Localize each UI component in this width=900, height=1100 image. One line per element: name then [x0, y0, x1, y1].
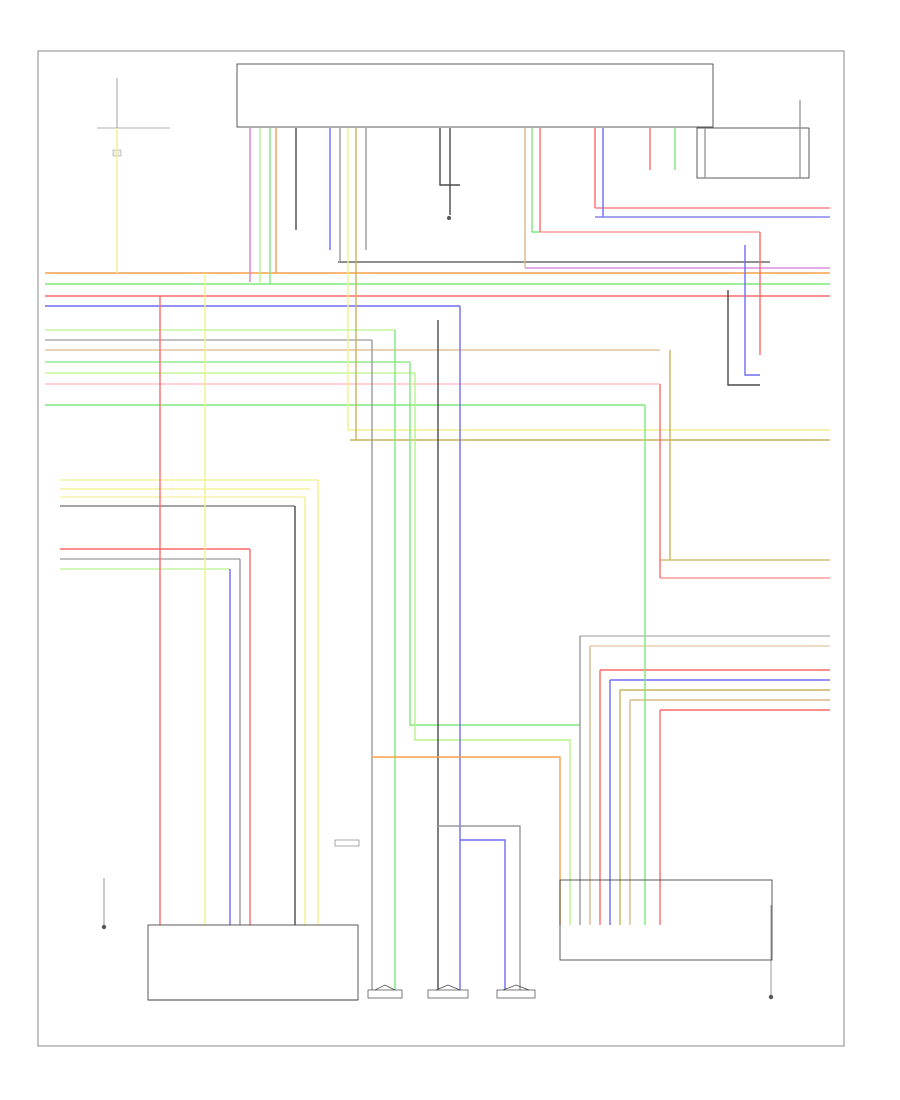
fuse-block-topleft	[97, 78, 170, 157]
speaker-icon	[502, 984, 530, 991]
amplifier-box	[559, 879, 773, 961]
left-rear-speaker	[427, 984, 469, 999]
vertical-wire	[372, 756, 561, 925]
vertical-wire	[409, 362, 580, 726]
speaker-icon	[435, 984, 461, 991]
vertical-wire	[414, 373, 571, 925]
vertical-wire	[347, 128, 350, 431]
left-tweeter	[496, 984, 536, 999]
bus-wires	[45, 207, 830, 711]
head-unit-box	[236, 63, 714, 128]
ground-left	[101, 878, 107, 930]
vertical-wire	[439, 128, 460, 186]
vertical-wire	[531, 128, 540, 233]
vertical-wire	[460, 839, 506, 990]
vertical-wires	[116, 100, 801, 990]
ground-middle	[447, 216, 451, 220]
vertical-wire	[744, 245, 760, 376]
speaker-icon	[374, 984, 396, 991]
ground-symbol-icon	[447, 216, 451, 220]
ground-symbol-icon	[768, 994, 774, 1000]
bottom-left-module-box	[147, 924, 359, 1001]
vertical-wire	[438, 825, 521, 990]
diagram-frame	[37, 50, 845, 1047]
ground-symbol-icon	[101, 924, 107, 930]
junction-connector	[334, 839, 360, 847]
bluetooth-module-box	[696, 127, 810, 179]
ground-right	[768, 905, 774, 1000]
left-front-speaker	[367, 984, 403, 999]
vertical-wire	[727, 290, 760, 386]
